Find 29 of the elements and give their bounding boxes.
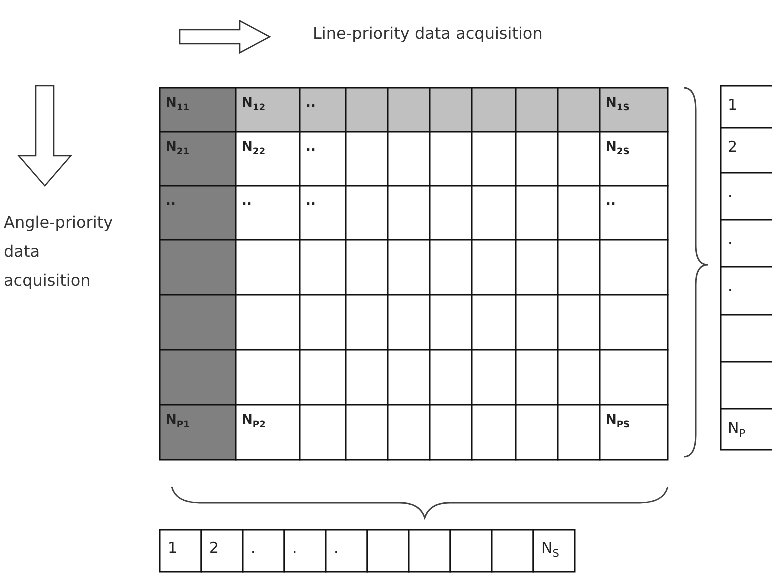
column-index-text: . <box>334 539 339 557</box>
matrix-cell-text: N$_{1S}$ <box>606 96 630 114</box>
side-text: Angle-priority data acquisition <box>4 212 114 292</box>
matrix-cell-text: .. <box>306 194 316 209</box>
matrix-cell-text: .. <box>306 96 316 111</box>
matrix-cell-text: N$_{2S}$ <box>606 140 630 158</box>
matrix-cell-text: N$_{22}$ <box>242 140 266 158</box>
matrix-cell-text: .. <box>242 194 252 209</box>
matrix-cell-text: N$_{21}$ <box>166 140 190 158</box>
column-index-text: 2 <box>210 539 220 557</box>
matrix-cell-text: N$_{P2}$ <box>242 413 266 431</box>
row-index-text: N$_{P}$ <box>728 419 746 440</box>
column-index-text: 1 <box>168 539 178 557</box>
matrix-cell-text: N$_{12}$ <box>242 96 266 114</box>
column-index-text: . <box>251 539 256 557</box>
row-index-text: . <box>728 230 733 248</box>
row-index-text: . <box>728 183 733 201</box>
column-index-text: . <box>292 539 298 557</box>
matrix-cell-text: N$_{11}$ <box>166 96 190 114</box>
column-index-text: N$_{S}$ <box>542 539 560 560</box>
heading-text: Line-priority data acquisition <box>313 24 543 43</box>
row-index-text: . <box>728 277 733 295</box>
row-index-text: 1 <box>728 96 738 114</box>
matrix-cell-text: N$_{P1}$ <box>166 413 190 431</box>
row-index-text: 2 <box>728 138 738 156</box>
matrix-cell-text: .. <box>166 194 176 209</box>
matrix-cell-text: N$_{PS}$ <box>606 413 630 431</box>
matrix-cell-text: .. <box>306 140 316 155</box>
matrix-cell-text: .. <box>606 194 616 209</box>
